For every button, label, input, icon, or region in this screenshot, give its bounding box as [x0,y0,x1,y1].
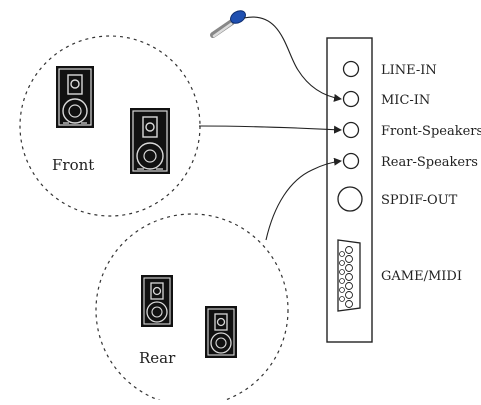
mic-to-mic-in-connector [243,16,342,102]
front-speakers-jack [342,121,360,139]
microphone-icon [210,10,246,38]
rear-left-speaker-icon [141,275,173,327]
rear-group-outline [95,213,289,405]
rear-to-rear-speakers-connector [265,157,342,241]
port-label-front-speakers: Front-Speakers [381,124,481,139]
front-right-speaker-icon [130,108,170,174]
port-label-mic-in: MIC-IN [381,93,430,108]
front-group-outline [19,35,201,217]
front-left-speaker-icon [56,66,94,128]
front-group-label: Front [52,156,94,174]
port-label-game-midi: GAME/MIDI [381,269,462,284]
port-label-line-in: LINE-IN [381,63,437,78]
front-to-front-speakers-connector [198,125,342,134]
front-speaker-group: Front [19,35,201,217]
line-in-jack [342,60,360,78]
spdif-out-port [337,186,363,212]
rear-right-speaker-icon [205,306,237,358]
port-label-rear-speakers: Rear-Speakers [381,155,478,170]
game-midi-port [337,239,361,312]
mic-in-jack [342,90,360,108]
rear-group-label: Rear [139,349,176,367]
port-label-spdif-out: SPDIF-OUT [381,193,458,208]
rear-speakers-jack [342,152,360,170]
rear-speaker-group: Rear [95,213,289,405]
